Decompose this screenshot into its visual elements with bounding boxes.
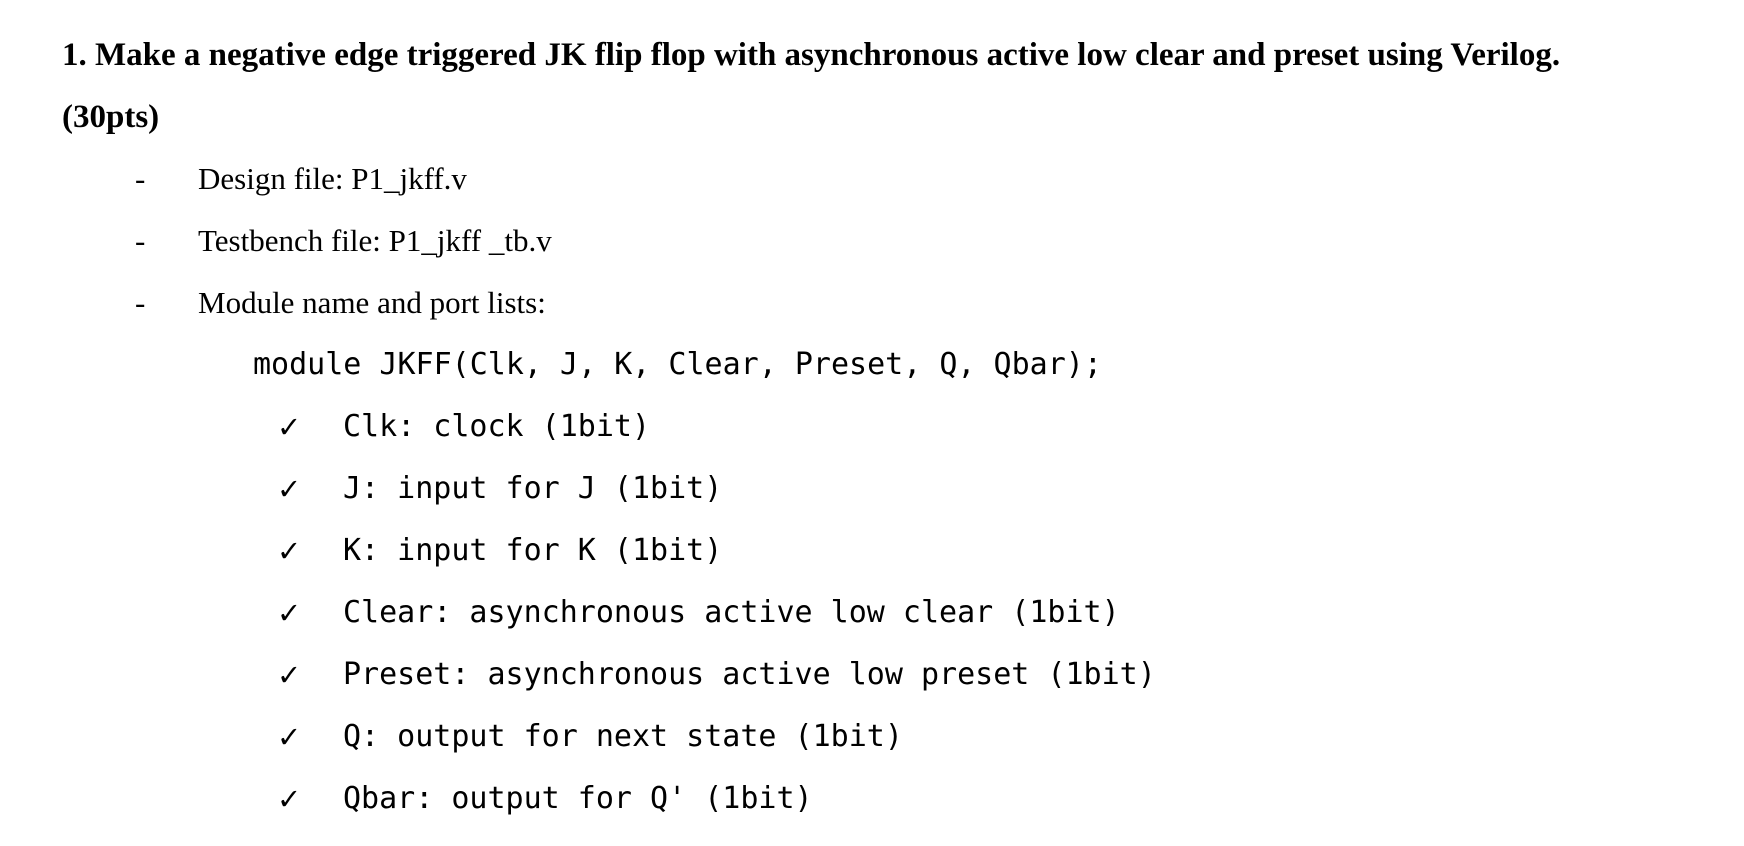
port-preset-text: Preset: asynchronous active low preset (…: [343, 657, 1156, 692]
port-item-clk: ✓ Clk: clock (1bit): [0, 396, 1744, 458]
check-icon: ✓: [277, 596, 302, 630]
design-file-text: Design file: P1_jkff.v: [198, 161, 467, 196]
port-item-preset: ✓ Preset: asynchronous active low preset…: [0, 644, 1744, 706]
list-item-module-ports: - Module name and port lists:: [0, 272, 1744, 334]
dash-bullet: -: [135, 223, 146, 258]
port-j-text: J: input for J (1bit): [343, 471, 723, 506]
question-points: (30pts): [62, 99, 160, 135]
port-item-j: ✓ J: input for J (1bit): [0, 458, 1744, 520]
port-clk-text: Clk: clock (1bit): [343, 409, 651, 444]
question-heading-line1: 1. Make a negative edge triggered JK fli…: [62, 37, 1561, 73]
port-qbar-text: Qbar: output for Q' (1bit): [343, 781, 813, 816]
testbench-file-text: Testbench file: P1_jkff _tb.v: [198, 223, 552, 258]
module-ports-label: Module name and port lists:: [198, 285, 546, 320]
check-icon: ✓: [277, 782, 302, 816]
check-icon: ✓: [277, 534, 302, 568]
port-item-k: ✓ K: input for K (1bit): [0, 520, 1744, 582]
module-declaration-code: module JKFF(Clk, J, K, Clear, Preset, Q,…: [253, 347, 1102, 382]
check-icon: ✓: [277, 472, 302, 506]
port-item-clear: ✓ Clear: asynchronous active low clear (…: [0, 582, 1744, 644]
dash-bullet: -: [135, 161, 146, 196]
list-item-design-file: - Design file: P1_jkff.v: [0, 148, 1744, 210]
list-item-testbench-file: - Testbench file: P1_jkff _tb.v: [0, 210, 1744, 272]
port-clear-text: Clear: asynchronous active low clear (1b…: [343, 595, 1120, 630]
check-icon: ✓: [277, 720, 302, 754]
check-icon: ✓: [277, 658, 302, 692]
port-k-text: K: input for K (1bit): [343, 533, 723, 568]
port-item-q: ✓ Q: output for next state (1bit): [0, 706, 1744, 768]
port-item-qbar: ✓ Qbar: output for Q' (1bit): [0, 768, 1744, 830]
port-q-text: Q: output for next state (1bit): [343, 719, 903, 754]
check-icon: ✓: [277, 410, 302, 444]
dash-bullet: -: [135, 285, 146, 320]
